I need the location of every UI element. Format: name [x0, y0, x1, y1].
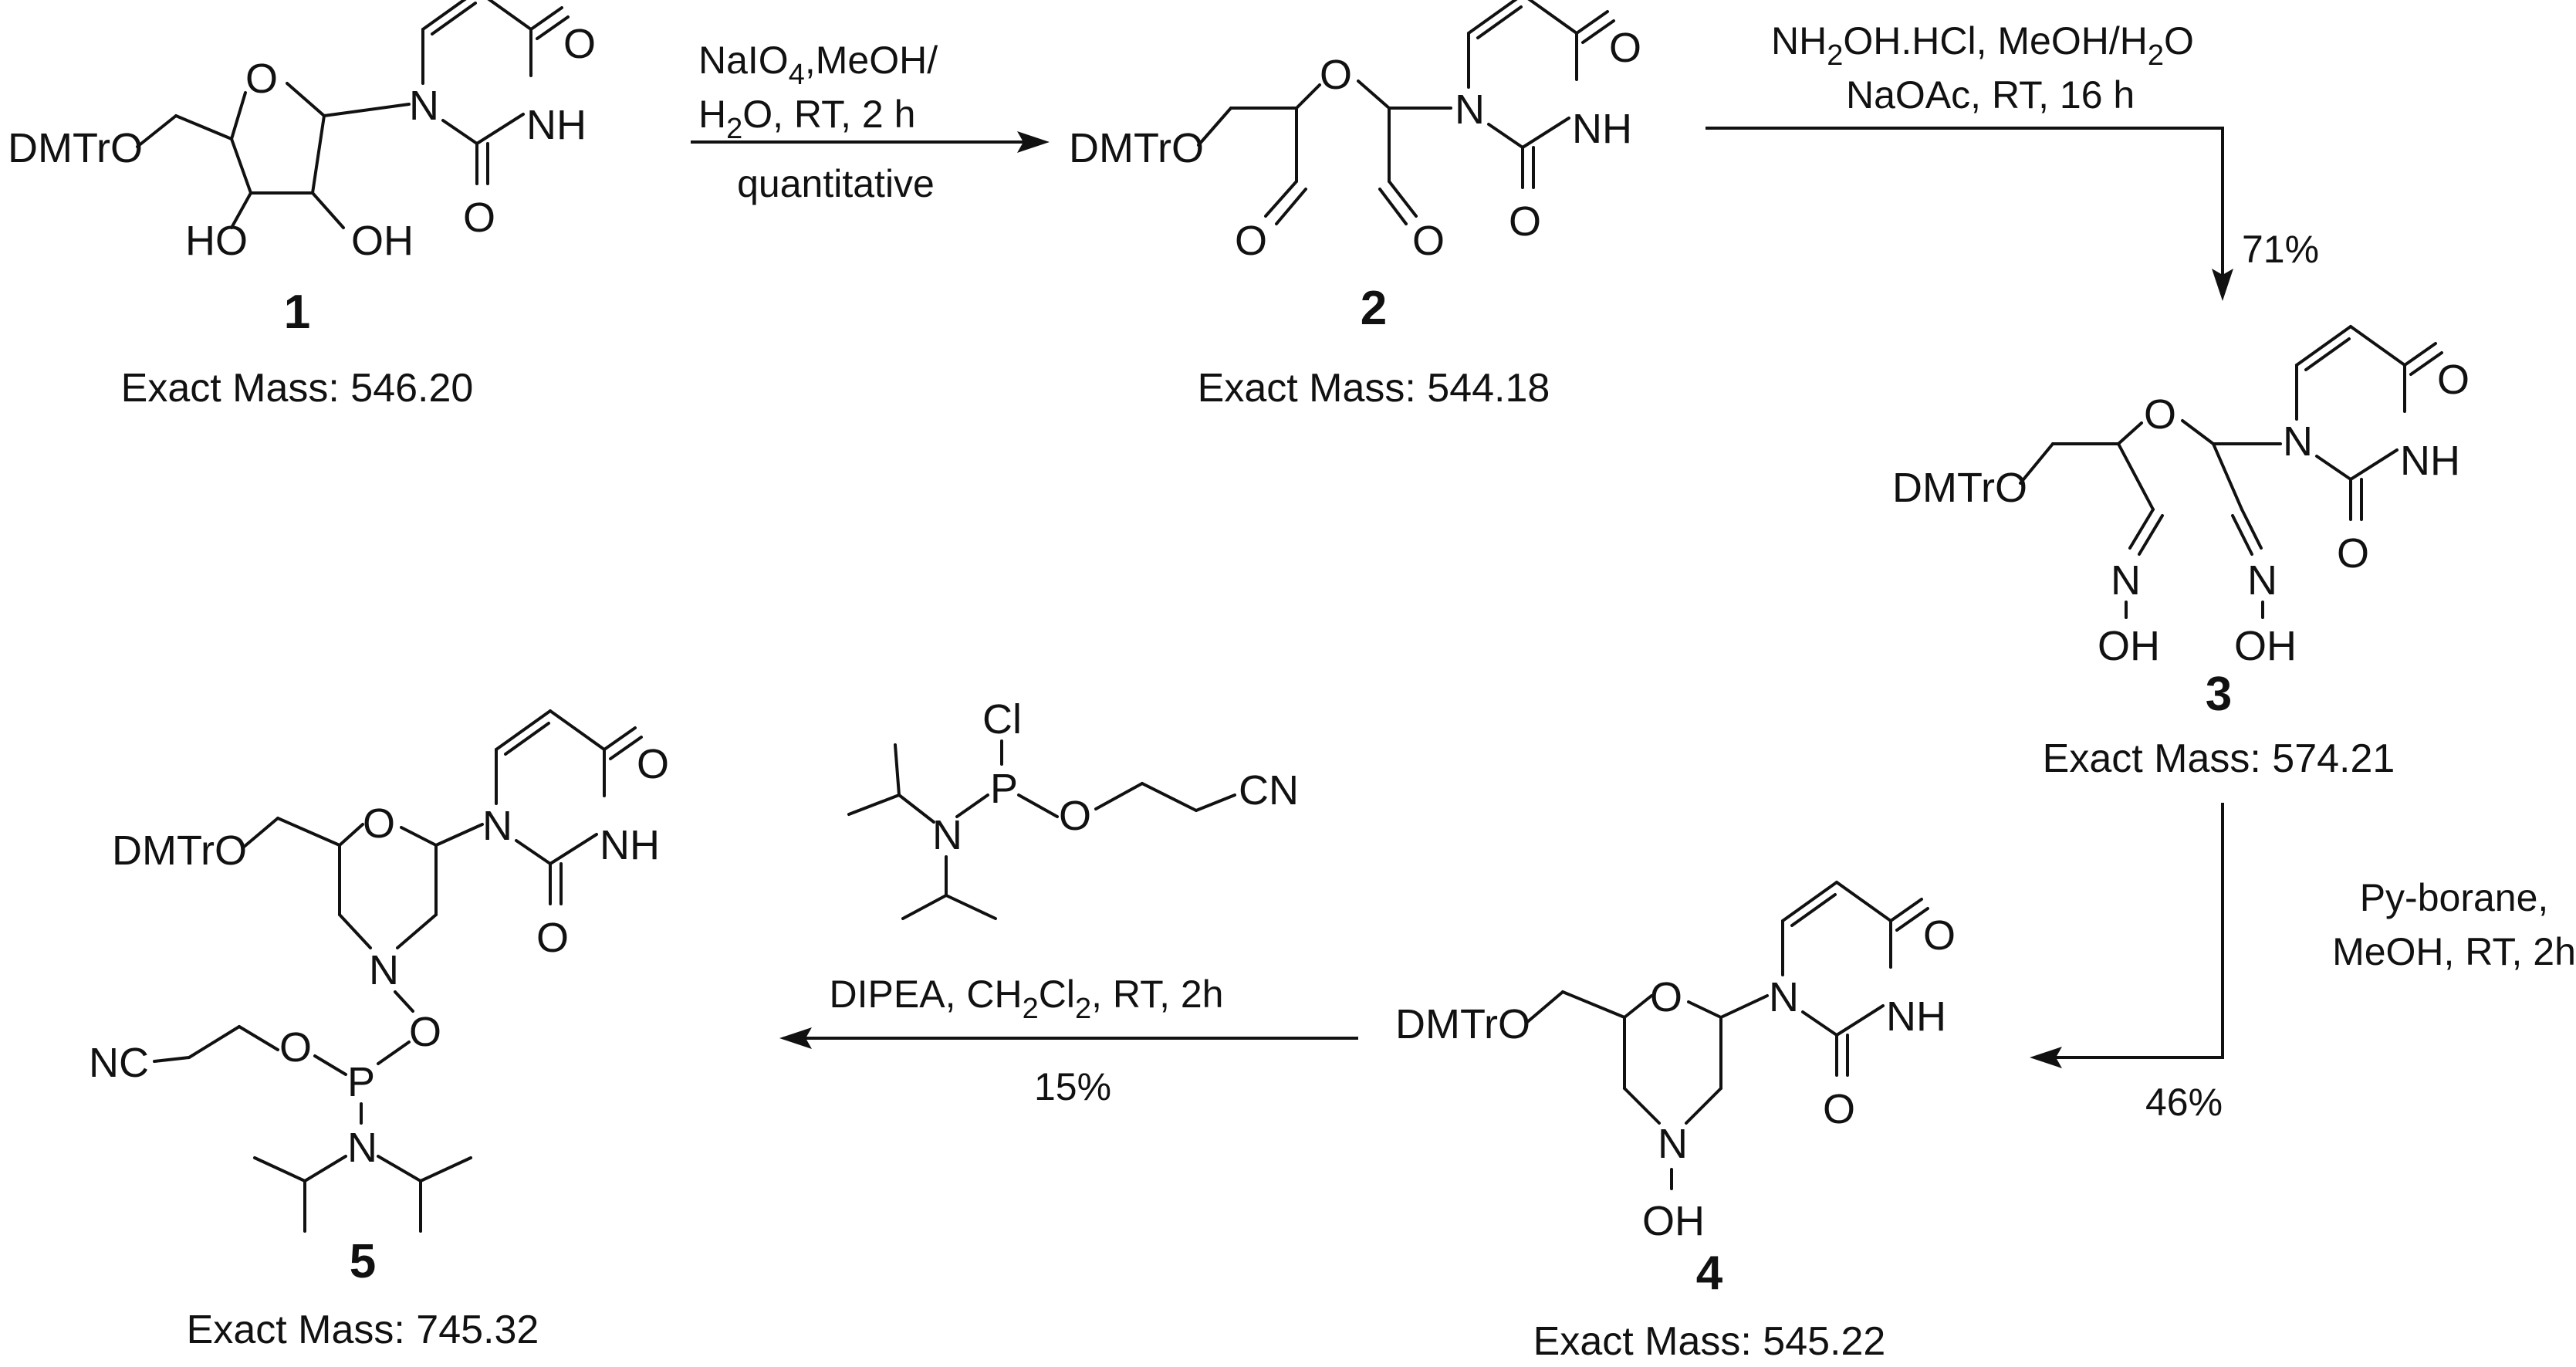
oxygen-label: O — [409, 1009, 441, 1055]
exact-mass-label: Exact Mass: 545.22 — [1533, 1319, 1886, 1364]
ring-nitrogen-label: N — [369, 947, 399, 993]
hydroxyl-label: OH — [2098, 623, 2160, 669]
n1-label: N — [409, 83, 439, 129]
carbonyl-oxygen-label: O — [1509, 198, 1541, 245]
carbonyl-oxygen-label: O — [563, 21, 596, 67]
oxime-nitrogen-label: N — [2247, 557, 2277, 604]
compound-number: 1 — [284, 286, 310, 339]
reaction-conditions: DIPEA, CH2Cl2, RT, 2h — [830, 973, 1224, 1025]
reaction-conditions: Py-borane, — [2360, 876, 2549, 919]
ring-oxygen-label: O — [245, 56, 278, 102]
dmtr-label: DMTrO — [1395, 1001, 1530, 1047]
nh-label: NH — [2400, 438, 2460, 484]
reaction-conditions: H2O, RT, 2 h — [698, 93, 915, 145]
exact-mass-label: Exact Mass: 546.20 — [121, 366, 474, 411]
dmtr-label: DMTrO — [1892, 465, 2027, 511]
compound-5: DMTrO O N O P O NC N N O NH O 5 — [89, 709, 669, 1352]
phosphitylating-reagent: Cl P O CN N — [847, 696, 1299, 920]
carbonyl-oxygen-label: O — [463, 195, 495, 241]
carbonyl-oxygen-label: O — [536, 915, 569, 961]
exact-mass-label: Exact Mass: 544.18 — [1198, 366, 1550, 411]
compound-1: DMTrO O HO OH N O NH O 1 Exact Mass: 546… — [8, 0, 596, 411]
ether-oxygen-label: O — [2144, 391, 2176, 438]
nh-label: NH — [1572, 106, 1632, 152]
reaction-yield: quantitative — [737, 162, 935, 205]
oxime-nitrogen-label: N — [2111, 557, 2141, 604]
exact-mass-label: Exact Mass: 745.32 — [187, 1308, 539, 1352]
carbonyl-oxygen-label: O — [2437, 357, 2470, 403]
carbonyl-oxygen-label: O — [637, 741, 669, 787]
ring-oxygen-label: O — [363, 800, 395, 847]
oxygen-label: O — [1059, 793, 1091, 839]
amine-nitrogen-label: N — [347, 1125, 377, 1171]
dmtr-label: DMTrO — [112, 827, 247, 874]
amine-nitrogen-label: N — [932, 812, 962, 858]
reaction-arrow-step-2: NH2OH.HCl, MeOH/H2O NaOAc, RT, 16 h 71% — [1706, 19, 2319, 301]
reaction-arrow-step-3: Py-borane, MeOH, RT, 2h 46% — [2030, 803, 2576, 1124]
reaction-conditions: NaOAc, RT, 16 h — [1846, 73, 2135, 117]
exact-mass-label: Exact Mass: 574.21 — [2043, 736, 2395, 781]
aldehyde-oxygen-label: O — [1412, 218, 1445, 264]
phosphorus-label: P — [347, 1059, 375, 1105]
compound-2: DMTrO O O O N O NH O 2 Exact Mass: 544.1… — [1069, 0, 1641, 411]
oxygen-label: O — [279, 1024, 312, 1071]
compound-number: 4 — [1696, 1247, 1723, 1300]
n1-label: N — [1455, 86, 1485, 133]
ring-oxygen-label: O — [1650, 974, 1682, 1020]
reaction-yield: 15% — [1034, 1065, 1111, 1108]
hydroxyl-label: HO — [185, 218, 248, 264]
carbonyl-oxygen-label: O — [1823, 1086, 1855, 1132]
hydroxyl-label: OH — [2234, 623, 2297, 669]
nh-label: NH — [600, 822, 660, 868]
compound-number: 2 — [1361, 282, 1387, 335]
chlorine-label: Cl — [982, 696, 1022, 743]
compound-number: 3 — [2206, 668, 2232, 721]
reaction-conditions: MeOH, RT, 2h — [2332, 930, 2576, 973]
nitrile-label: NC — [89, 1040, 149, 1086]
reaction-conditions: NH2OH.HCl, MeOH/H2O — [1771, 19, 2194, 72]
ring-nitrogen-label: N — [1658, 1121, 1688, 1167]
reaction-arrow-step-4: Cl P O CN N DIPEA, CH2Cl2, RT, 2h 15% — [779, 696, 1358, 1108]
hydroxyl-label: OH — [1642, 1198, 1705, 1244]
nitrile-label: CN — [1239, 767, 1299, 814]
compound-4: DMTrO O N OH N O NH O 4 Exact Mass: 545.… — [1395, 881, 1956, 1364]
dmtr-label: DMTrO — [8, 125, 143, 171]
compound-3: DMTrO O N OH N OH N O NH O 3 Exact Mass:… — [1892, 325, 2470, 781]
aldehyde-oxygen-label: O — [1235, 218, 1267, 264]
reaction-arrow-step-1: NaIO4,MeOH/ H2O, RT, 2 h quantitative — [691, 39, 1050, 205]
reaction-conditions: NaIO4,MeOH/ — [698, 39, 938, 91]
dmtr-label: DMTrO — [1069, 125, 1204, 171]
nh-label: NH — [526, 102, 587, 148]
nh-label: NH — [1886, 993, 1946, 1040]
carbonyl-oxygen-label: O — [1609, 25, 1641, 71]
carbonyl-oxygen-label: O — [2337, 530, 2369, 577]
carbonyl-oxygen-label: O — [1923, 912, 1956, 959]
n1-label: N — [482, 803, 512, 849]
compound-number: 5 — [350, 1235, 376, 1288]
reaction-yield: 46% — [2145, 1081, 2223, 1124]
n1-label: N — [1769, 974, 1799, 1020]
hydroxyl-label: OH — [351, 218, 414, 264]
ether-oxygen-label: O — [1320, 52, 1352, 98]
reaction-yield: 71% — [2242, 228, 2319, 271]
n1-label: N — [2283, 418, 2313, 465]
phosphorus-label: P — [990, 766, 1018, 812]
